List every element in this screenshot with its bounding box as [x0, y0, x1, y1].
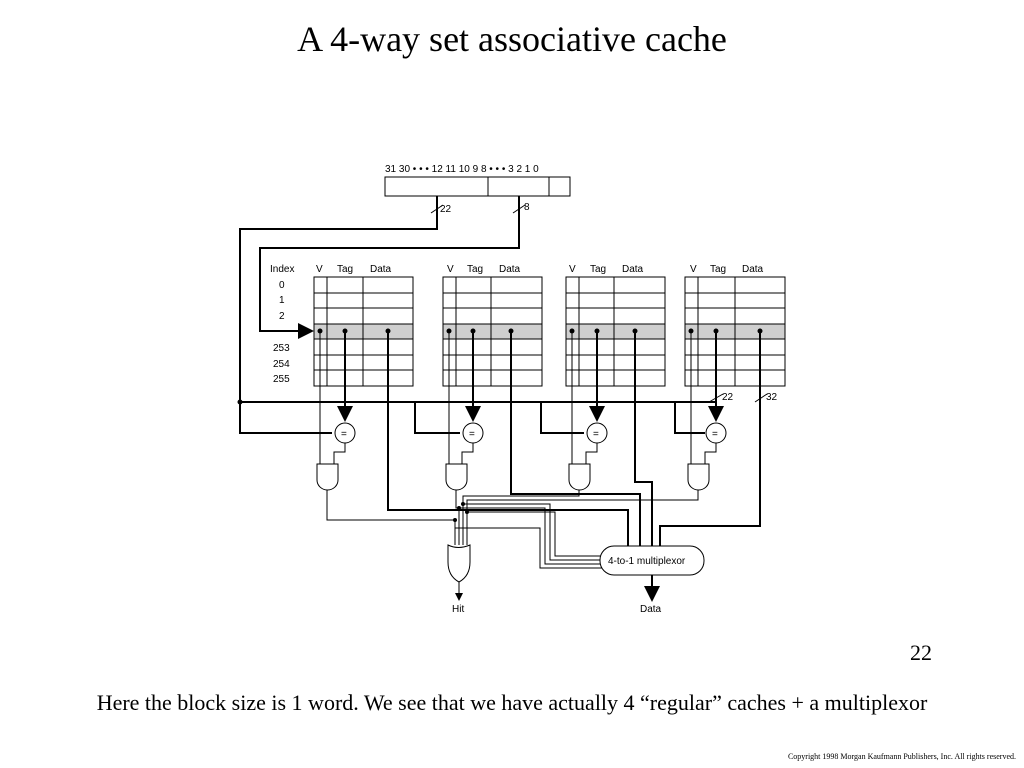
address-register	[384, 176, 571, 197]
way-array	[442, 276, 543, 387]
cache-way-3: V Tag Data	[684, 264, 786, 387]
selected-set-row	[443, 324, 542, 339]
comparator: =	[586, 422, 608, 444]
hit-signal-lines	[326, 490, 699, 545]
index-label: 0	[279, 280, 285, 291]
bus-junction	[237, 399, 243, 405]
output-data-width: 32	[766, 392, 778, 403]
comparator: =	[705, 422, 727, 444]
col-header-tag: Tag	[467, 264, 483, 275]
tag-width-slash-2	[708, 393, 724, 403]
index-bus	[259, 196, 520, 339]
col-header-tag: Tag	[710, 264, 726, 275]
index-label: 2	[279, 311, 285, 322]
tag-readout-lines	[337, 331, 724, 422]
cache-way-0: V Tag Data	[313, 264, 414, 387]
index-label: 253	[273, 343, 290, 354]
valid-lines	[319, 331, 692, 464]
comparator: =	[462, 422, 484, 444]
copyright-notice: Copyright 1998 Morgan Kaufmann Publisher…	[787, 752, 1016, 761]
col-header-v: V	[447, 264, 454, 275]
index-width-slash	[512, 204, 526, 214]
col-header-v: V	[569, 264, 576, 275]
col-header-tag: Tag	[337, 264, 353, 275]
svg-text:=: =	[469, 429, 475, 440]
col-header-data: Data	[742, 264, 764, 275]
mux-select-lines	[454, 503, 604, 569]
slide-title: A 4-way set associative cache	[297, 19, 727, 59]
index-label: 254	[273, 359, 290, 370]
index-label: 1	[279, 295, 285, 306]
col-header-data: Data	[622, 264, 644, 275]
compare-to-and-lines	[333, 443, 717, 464]
tag-bus	[239, 196, 716, 434]
tag-width-slash	[430, 204, 444, 214]
svg-text:=: =	[341, 429, 347, 440]
col-header-data: Data	[370, 264, 392, 275]
way-array	[565, 276, 666, 387]
col-header-v: V	[316, 264, 323, 275]
svg-text:=: =	[712, 429, 718, 440]
and-gate	[687, 463, 710, 491]
selected-set-row	[566, 324, 665, 339]
col-header-v: V	[690, 264, 697, 275]
data-readout-lines	[387, 331, 761, 548]
slide-caption: Here the block size is 1 word. We see th…	[96, 690, 928, 715]
or-gate	[447, 544, 471, 583]
index-width-label: 8	[524, 202, 530, 213]
output-tag-width: 22	[722, 392, 734, 403]
and-gate	[445, 463, 468, 491]
tag-width-label: 22	[440, 204, 452, 215]
svg-text:=: =	[593, 429, 599, 440]
mux-label: 4-to-1 multiplexor	[608, 556, 686, 567]
hit-label: Hit	[452, 604, 464, 615]
and-gate	[316, 463, 339, 491]
col-header-data: Data	[499, 264, 521, 275]
cache-way-1: V Tag Data	[442, 264, 543, 387]
data-output-label: Data	[640, 604, 662, 615]
index-label: 255	[273, 374, 290, 385]
address-bit-labels: 31 30 • • • 12 11 10 9 8 • • • 3 2 1 0	[385, 164, 539, 175]
comparator: =	[334, 422, 356, 444]
index-header: Index	[270, 264, 294, 275]
data-width-slash	[754, 393, 768, 403]
and-gate	[568, 463, 591, 491]
col-header-tag: Tag	[590, 264, 606, 275]
page-number: 22	[910, 640, 932, 665]
cache-way-2: V Tag Data	[565, 264, 666, 387]
